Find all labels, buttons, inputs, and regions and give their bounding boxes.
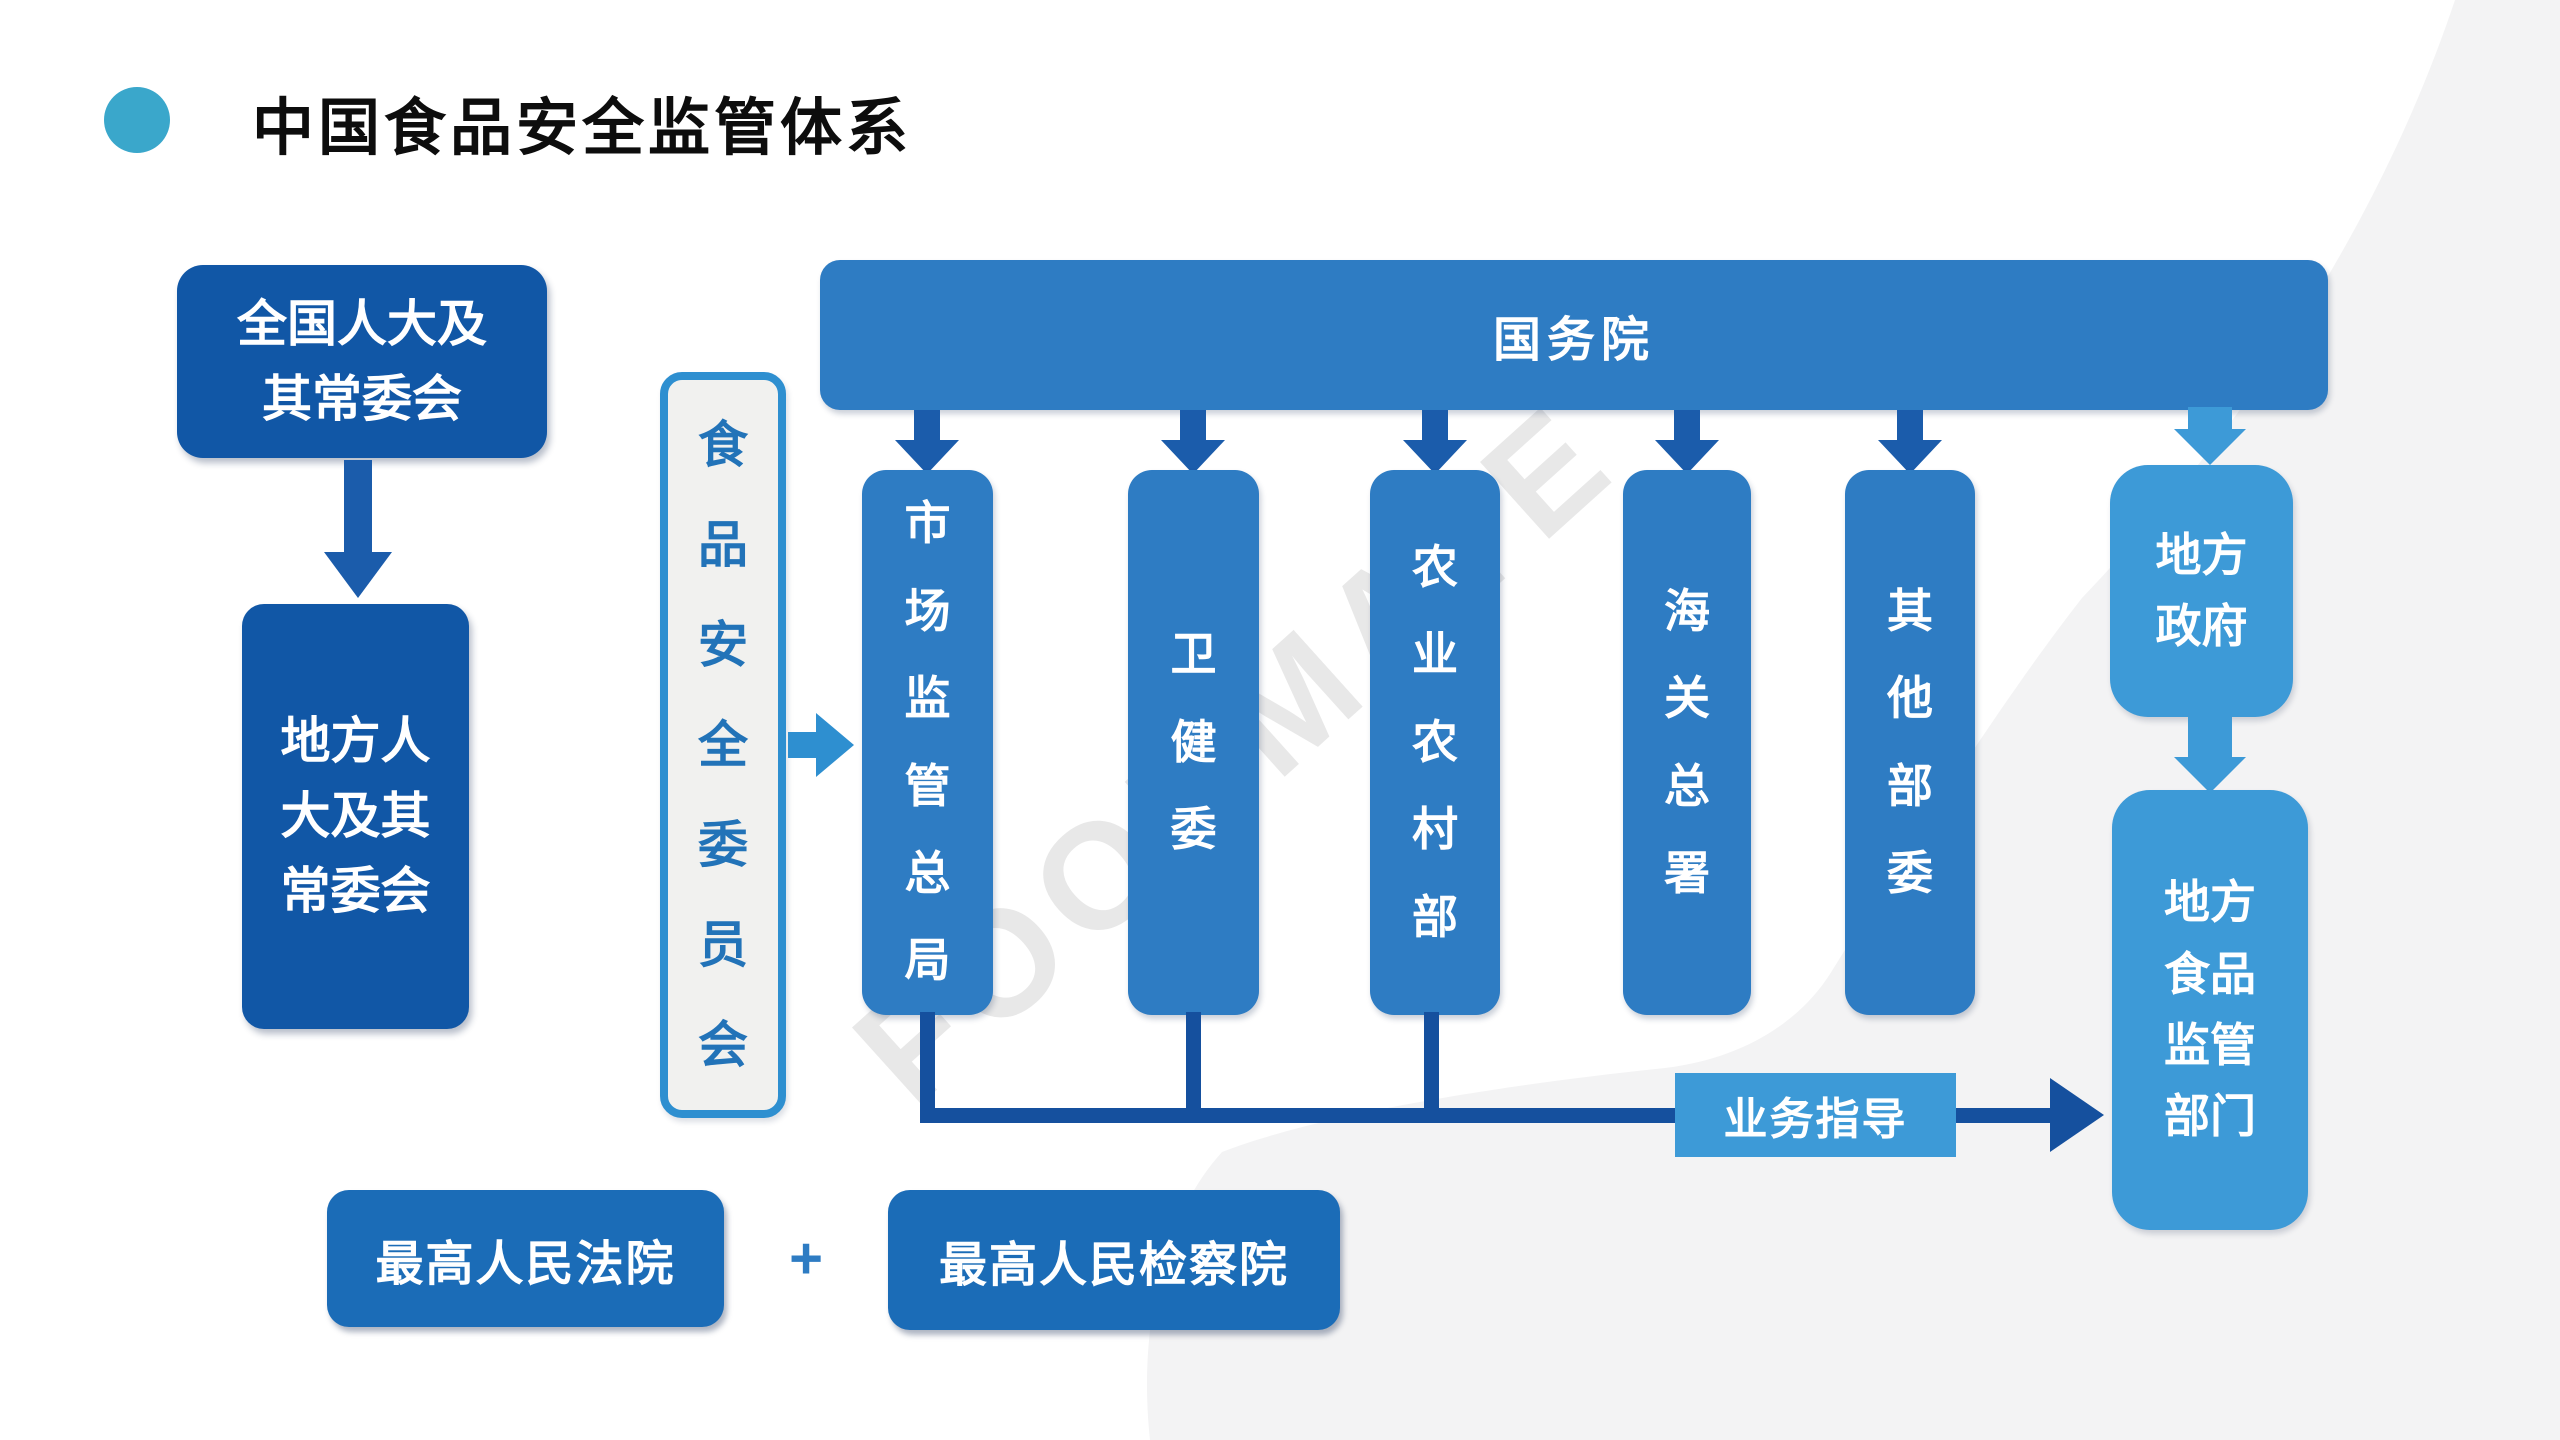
local-gov-down-arrow-icon	[2174, 757, 2246, 793]
local-food-regulator-box: 地方食品监管部门	[2112, 790, 2308, 1230]
guidance-arrow-icon	[2050, 1078, 2104, 1152]
guidance-label: 业务指导	[1723, 1095, 1908, 1144]
sc-down-arrow-icon-1	[895, 440, 959, 474]
title-bullet-icon	[104, 87, 170, 153]
sc-arrow-shaft-4	[1674, 410, 1700, 442]
ministry-box-mara: 农业农村部	[1370, 470, 1500, 1015]
ministry-box-samr: 市场监管总局	[862, 470, 993, 1015]
food-safety-committee-box: 食品安全委员会	[660, 372, 786, 1118]
sc-down-arrow-icon-local	[2174, 429, 2246, 465]
local-food-regulator-label: 地方食品监管部门	[2164, 876, 2256, 1143]
sc-arrow-shaft-1	[914, 410, 940, 442]
sc-down-arrow-icon-2	[1161, 440, 1225, 474]
connector-line-1	[920, 1012, 935, 1122]
npc-box: 全国人大及其常委会	[177, 265, 547, 458]
sc-down-arrow-icon-4	[1655, 440, 1719, 474]
ministry-box-gacc: 海关总署	[1623, 470, 1751, 1015]
ministry-label-samr: 市场监管总局	[904, 497, 951, 987]
food-safety-committee-label: 食品安全委员会	[698, 417, 748, 1073]
local-government-label: 地方政府	[2155, 528, 2248, 652]
sc-arrow-shaft-3	[1422, 410, 1448, 442]
connector-line-3	[1424, 1012, 1439, 1122]
plus-sign: +	[770, 1212, 842, 1304]
sc-arrow-shaft-5	[1897, 410, 1923, 442]
committee-right-arrow-icon	[816, 713, 854, 777]
plus-label: +	[789, 1225, 823, 1291]
sc-arrow-shaft-2	[1180, 410, 1206, 442]
ministry-label-mara: 农业农村部	[1411, 541, 1458, 943]
npc-label: 全国人大及其常委会	[237, 295, 487, 427]
sc-down-arrow-icon-3	[1403, 440, 1467, 474]
ministry-label-gacc: 海关总署	[1663, 584, 1710, 899]
connector-line-2	[1186, 1012, 1201, 1122]
npc-down-arrow-shaft	[344, 460, 372, 554]
guidance-badge: 业务指导	[1675, 1073, 1956, 1157]
supreme-procuratorate-label: 最高人民检察院	[938, 1239, 1289, 1292]
supreme-procuratorate-box: 最高人民检察院	[888, 1190, 1340, 1330]
ministry-box-nhc: 卫健委	[1128, 470, 1259, 1015]
local-government-box: 地方政府	[2110, 465, 2293, 717]
page-title: 中国食品安全监管体系	[252, 94, 913, 163]
state-council-label: 国务院	[1492, 314, 1655, 367]
sc-down-arrow-icon-5	[1878, 440, 1942, 474]
state-council-bar: 国务院	[820, 260, 2328, 410]
local-gov-arrow-shaft	[2188, 715, 2232, 759]
sc-arrow-shaft-local	[2188, 407, 2232, 431]
supreme-court-label: 最高人民法院	[375, 1237, 676, 1291]
ministry-label-others: 其他部委	[1886, 584, 1933, 899]
committee-right-arrow-shaft	[788, 732, 818, 758]
ministry-box-others: 其他部委	[1845, 470, 1975, 1015]
npc-down-arrow-icon	[324, 552, 392, 598]
local-npc-label: 地方人大及其常委会	[280, 713, 431, 919]
local-npc-box: 地方人大及其常委会	[242, 604, 469, 1029]
ministry-label-nhc: 卫健委	[1170, 628, 1217, 856]
supreme-court-box: 最高人民法院	[327, 1190, 724, 1327]
